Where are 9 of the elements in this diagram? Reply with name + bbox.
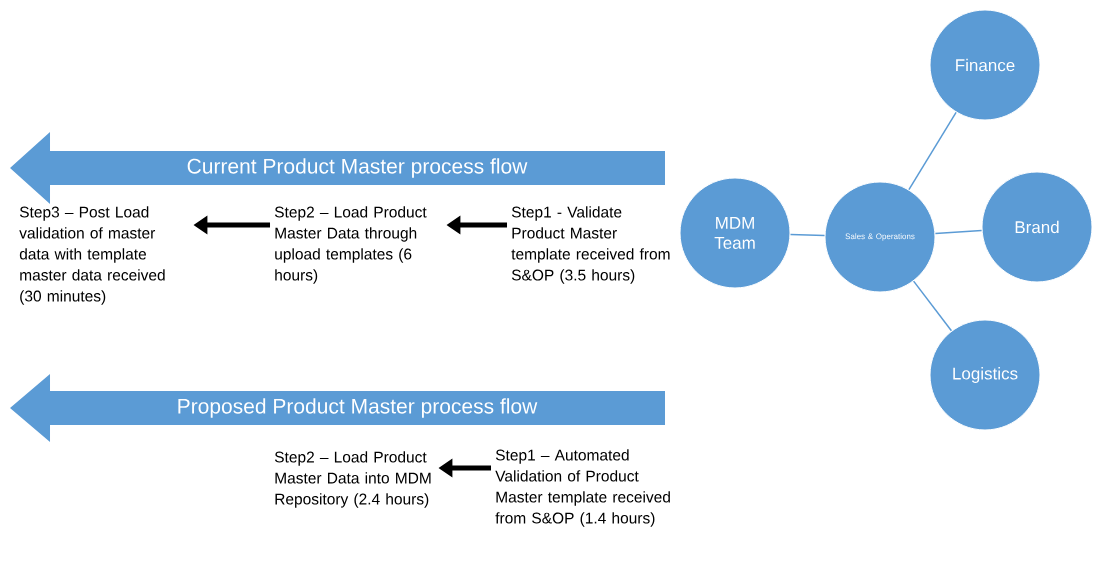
connector-line <box>789 233 826 237</box>
step-text: Step1 - Validate Product Master template received from S&OP (3.5 hours) <box>511 206 670 284</box>
connector-line <box>908 111 957 191</box>
connector-line <box>912 280 953 332</box>
connector-line <box>934 229 983 235</box>
step-text: Step2 – Load Product Master Data through upload templates (6 hours) <box>274 206 427 284</box>
step-text: Step1 – Automated Validation of Product Master template received from S&OP (1.4 hours) <box>495 449 670 527</box>
step-text: Step2 – Load Product Master Data into MDM Repository (2.4 hours) <box>274 451 431 508</box>
step-text: Step3 – Post Load validation of master data with template master data received (30 minutes) <box>19 206 165 305</box>
